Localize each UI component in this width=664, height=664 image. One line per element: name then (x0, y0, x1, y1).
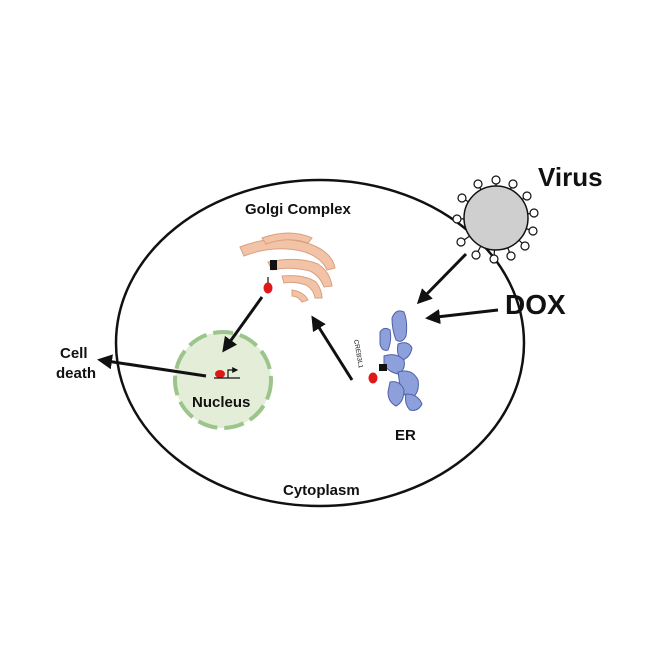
er-label: ER (395, 427, 416, 444)
nucleus-protein-dot (215, 370, 225, 378)
er-protein-marker (379, 364, 387, 371)
golgi-label: Golgi Complex (245, 201, 352, 218)
gene-promoter-arrow-icon (227, 367, 239, 378)
nucleus (173, 330, 273, 430)
er-protein-dot (368, 372, 378, 384)
cytoplasm-label: Cytoplasm (283, 482, 360, 499)
nucleus-label: Nucleus (192, 394, 250, 411)
arrow-nucleus-to-cell-death (97, 354, 207, 378)
dox-label: DOX (505, 289, 566, 320)
golgi-protein-dot (263, 282, 273, 294)
endoplasmic-reticulum (379, 310, 423, 411)
cell-death-label-line2: death (56, 365, 96, 382)
virus-label: Virus (538, 162, 603, 192)
arrow-er-to-golgi (311, 315, 354, 381)
arrow-dox-to-er (425, 308, 499, 325)
arrow-virus-to-er (416, 252, 468, 305)
cell-membrane (114, 178, 526, 508)
golgi-complex (239, 232, 336, 303)
virus-icon (452, 175, 539, 264)
golgi-protein-marker (270, 260, 277, 270)
cell-death-label-line1: Cell (60, 345, 88, 362)
arrow-golgi-to-nucleus (222, 296, 264, 353)
protein-label: CREB3L1 (352, 339, 364, 369)
